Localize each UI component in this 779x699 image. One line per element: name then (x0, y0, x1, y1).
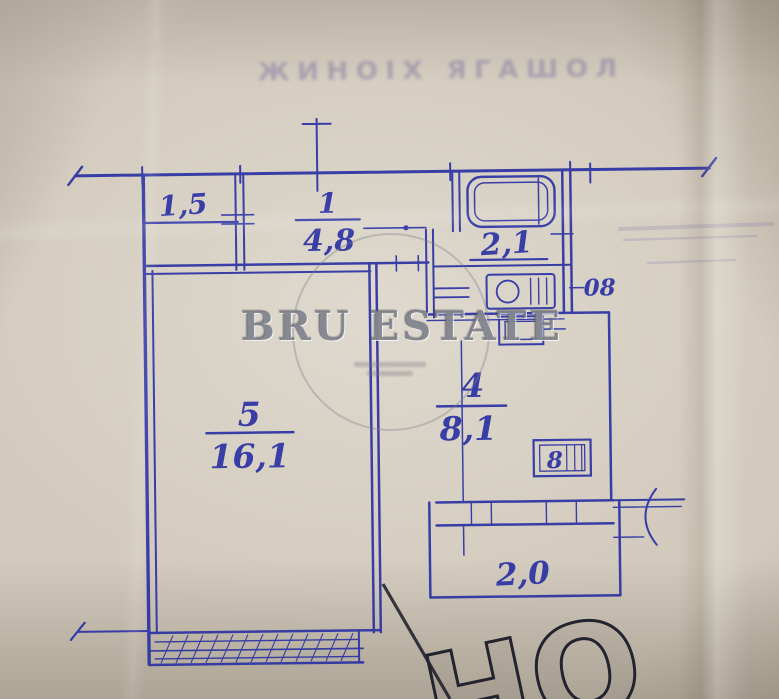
bottom-window-hatching (69, 621, 383, 667)
bathtub (466, 174, 556, 229)
stamp-edge-line (381, 583, 452, 699)
closet-area-label: 1,5 (158, 187, 209, 223)
hall-area-label: 4,8 (303, 223, 356, 259)
right-dimension-marks (568, 286, 686, 546)
room4-number-label: 4 (461, 366, 484, 405)
balcony-window (428, 498, 622, 599)
shaft-label: 8 (546, 447, 563, 474)
stamp: НО (381, 583, 657, 699)
outer-walls (67, 117, 718, 666)
small-dimension-label: 08 (583, 274, 615, 301)
door-marks (220, 213, 574, 299)
stamp-text: НО (410, 586, 656, 699)
balcony-area-label: 2,0 (494, 555, 551, 594)
inner-walls (142, 170, 611, 634)
vent-shaft (532, 438, 593, 478)
room-labels: 1,5 1 4,8 2,1 08 5 16,1 4 8,1 2,0 8 (158, 187, 616, 594)
hall-number-label: 1 (318, 187, 338, 220)
room5-area-label: 16,1 (209, 436, 290, 476)
toilet (497, 315, 566, 346)
bleed-through-lines (618, 222, 774, 265)
washing-machine (485, 273, 556, 310)
bathroom-area-label: 2,1 (478, 225, 533, 263)
label-underlines-and-leaders (205, 218, 549, 503)
room4-area-label: 8,1 (438, 409, 497, 449)
room5-number-label: 5 (237, 395, 260, 434)
